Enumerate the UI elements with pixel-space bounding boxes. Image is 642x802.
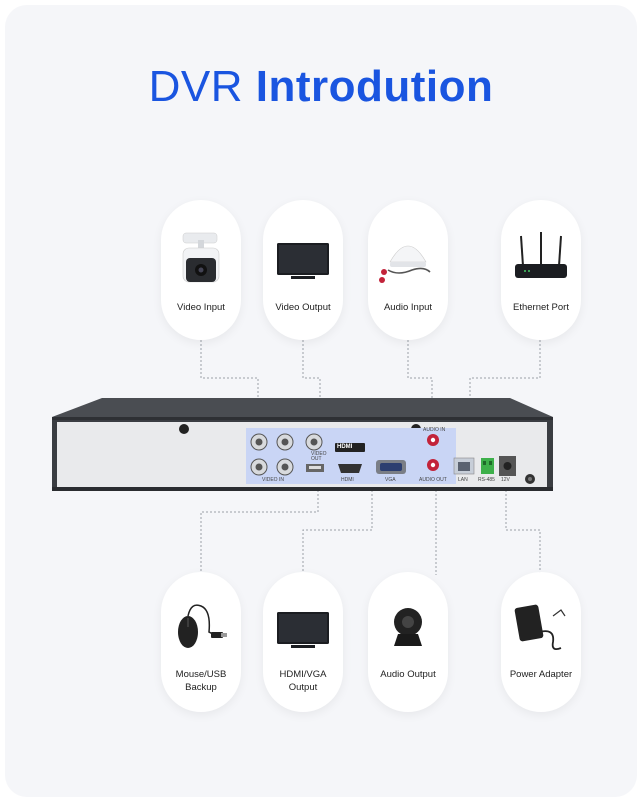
card-label: Video Output — [275, 302, 331, 313]
label-audio-out: AUDIO OUT — [419, 477, 447, 483]
card-label: HDMI/VGA Output — [279, 669, 327, 693]
label-hdmi: HDMI — [341, 477, 354, 483]
label-video-in: VIDEO IN — [262, 477, 284, 483]
hdmi-badge-bg — [335, 443, 365, 452]
label-hdmi-badge: HDMI — [337, 444, 353, 450]
card-audio-input: Audio Input — [368, 200, 448, 340]
microphone-icon — [379, 245, 431, 283]
label-rs485: RS-485 — [478, 477, 495, 483]
card-label: Ethernet Port — [513, 302, 569, 313]
bnc-video-inputs — [250, 433, 323, 476]
hdmi-port — [338, 464, 362, 473]
label-video-out: VIDEO OUT — [311, 451, 327, 462]
wire-usb — [200, 482, 319, 575]
mouse-icon — [178, 604, 227, 648]
card-label: Video Input — [177, 302, 225, 313]
title-part-2: Introdution — [255, 62, 494, 111]
monitor-icon — [277, 612, 329, 648]
rear-panel-highlight — [246, 428, 456, 484]
card-hdmi-vga-output: HDMI/VGA Output — [263, 572, 343, 712]
label-audio-in: AUDIO IN — [423, 427, 446, 433]
wire-hdmi-vga — [302, 482, 373, 575]
page-title: DVR Introdution — [0, 62, 642, 112]
card-video-output: Video Output — [263, 200, 343, 340]
label-dc: 12V — [501, 477, 510, 483]
card-ethernet-port: Ethernet Port — [501, 200, 581, 340]
monitor-icon — [277, 243, 329, 279]
title-part-1: DVR — [148, 62, 244, 111]
rs485-terminal — [481, 458, 494, 474]
card-label: Audio Output — [380, 669, 436, 680]
card-power-adapter: Power Adapter — [501, 572, 581, 712]
speaker-icon — [394, 608, 422, 646]
label-lan: LAN — [458, 477, 468, 483]
card-label: Power Adapter — [509, 669, 573, 680]
card-label: Audio Input — [383, 302, 433, 313]
power-adapter-icon — [514, 604, 566, 651]
card-audio-output: Audio Output — [368, 572, 448, 712]
label-vga: VGA — [385, 477, 396, 483]
card-label: Mouse/USB Backup — [175, 669, 227, 693]
router-icon — [515, 232, 567, 278]
camera-icon — [182, 232, 220, 283]
card-video-input: Video Input — [161, 200, 241, 340]
wire-power — [505, 482, 541, 575]
card-mouse-usb: Mouse/USB Backup — [161, 572, 241, 712]
